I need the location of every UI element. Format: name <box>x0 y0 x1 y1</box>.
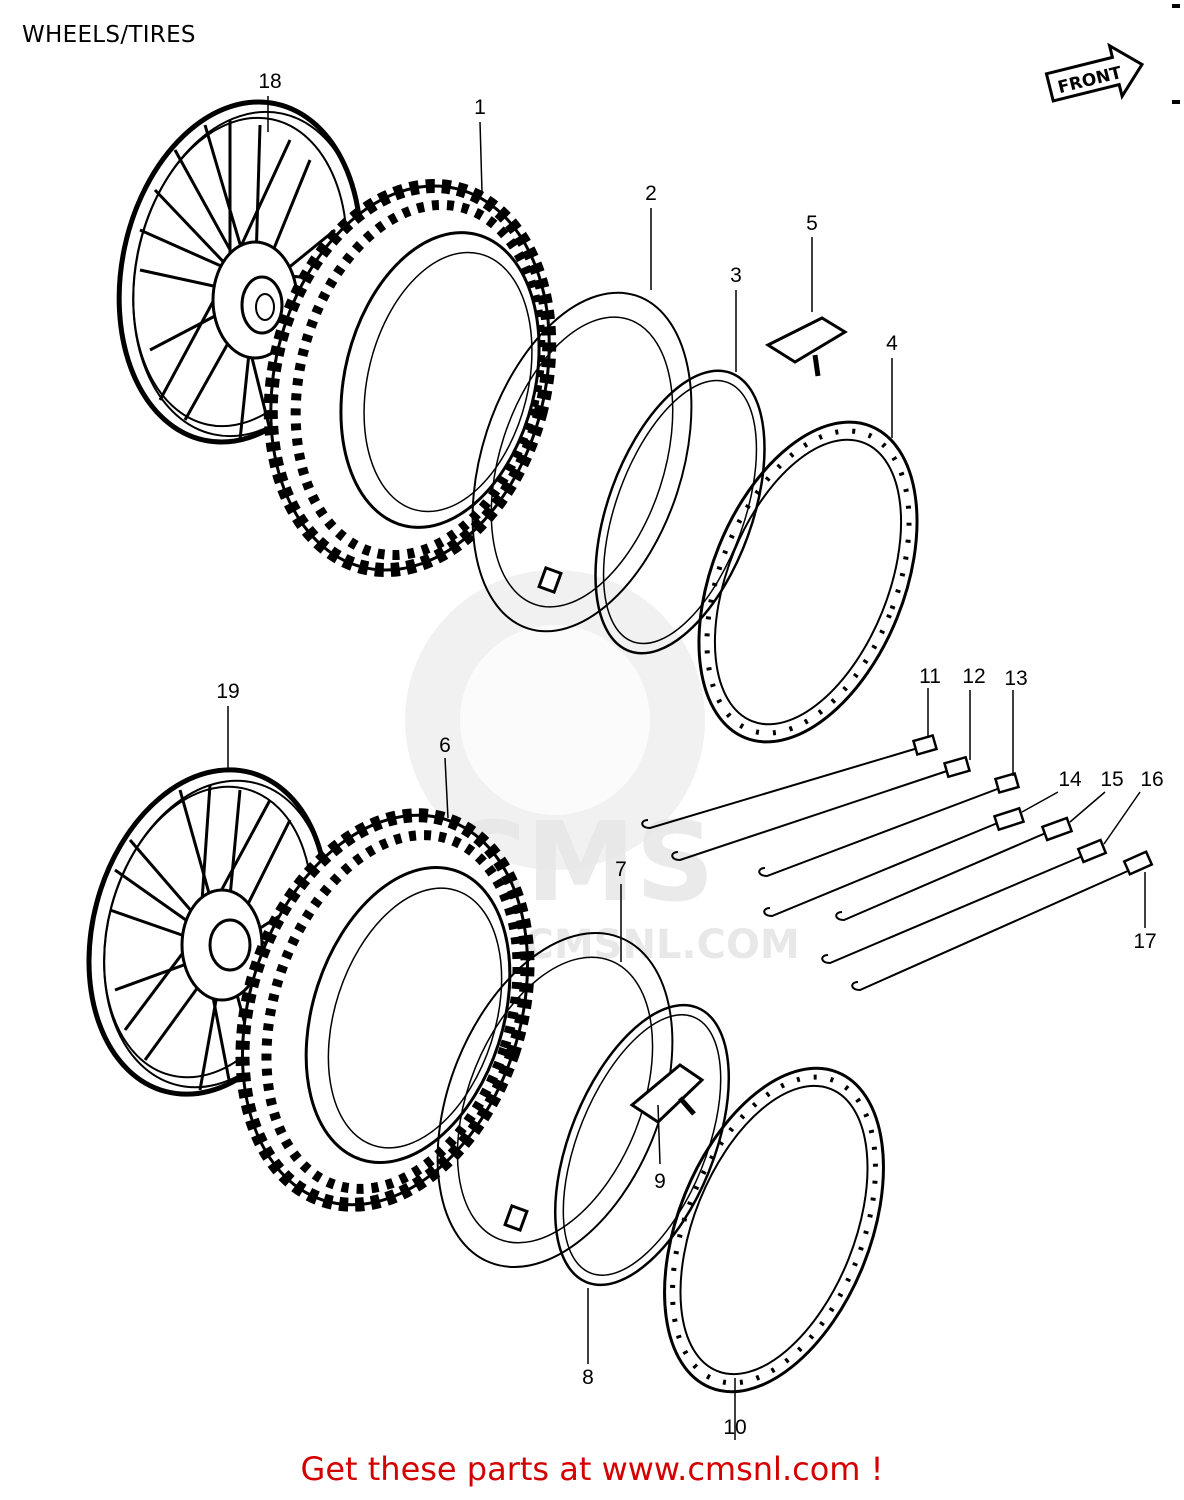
spoke-11 <box>641 733 939 830</box>
leader-lines <box>227 96 1146 1440</box>
callout-12: 12 <box>962 665 985 688</box>
callout-18: 18 <box>258 70 281 93</box>
callout-13: 13 <box>1004 667 1027 690</box>
callout-8: 8 <box>582 1366 594 1389</box>
front-direction-badge: FRONT <box>1044 42 1145 103</box>
rim-band-upper <box>594 369 766 655</box>
rim-lock-upper <box>764 316 848 377</box>
callout-19: 19 <box>216 680 239 703</box>
rim-lock-lower <box>629 1063 705 1124</box>
inner-tube-upper <box>471 291 693 633</box>
tire-lower <box>235 808 535 1212</box>
rim-band-lower <box>553 1003 731 1287</box>
callout-4: 4 <box>886 332 898 355</box>
spoke-12 <box>671 755 972 862</box>
callout-16: 16 <box>1140 768 1163 791</box>
callout-15: 15 <box>1100 768 1123 791</box>
page-title: WHEELS/TIRES <box>22 22 196 48</box>
callout-6: 6 <box>439 734 451 757</box>
wheel-assembly-upper <box>116 99 364 445</box>
spoke-set <box>641 733 1154 992</box>
callout-5: 5 <box>806 212 818 235</box>
rim-upper <box>697 420 919 744</box>
callout-labels: 1 2 3 4 5 6 7 8 9 10 11 12 13 14 15 16 1… <box>216 70 1163 1439</box>
front-arrow-icon <box>1044 42 1145 103</box>
callout-3: 3 <box>730 264 742 287</box>
spoke-13 <box>758 771 1021 878</box>
callout-9: 9 <box>654 1170 666 1193</box>
tire-upper <box>263 178 557 578</box>
callout-17: 17 <box>1133 930 1156 953</box>
rim-lower <box>663 1066 885 1394</box>
callout-10: 10 <box>723 1416 746 1439</box>
spoke-14 <box>763 806 1026 918</box>
callout-1: 1 <box>474 96 486 119</box>
callout-11: 11 <box>919 665 941 688</box>
spoke-15 <box>835 816 1074 922</box>
spoke-17 <box>851 850 1154 992</box>
spoke-16 <box>821 838 1108 965</box>
callout-7: 7 <box>615 858 627 881</box>
exploded-parts-diagram: CMS WWW.CMSNL.COM FRONT <box>86 4 1180 1440</box>
cmsnl-parts-link[interactable]: Get these parts at www.cmsnl.com ! <box>300 1450 884 1488</box>
callout-14: 14 <box>1058 768 1082 791</box>
callout-2: 2 <box>645 182 657 205</box>
